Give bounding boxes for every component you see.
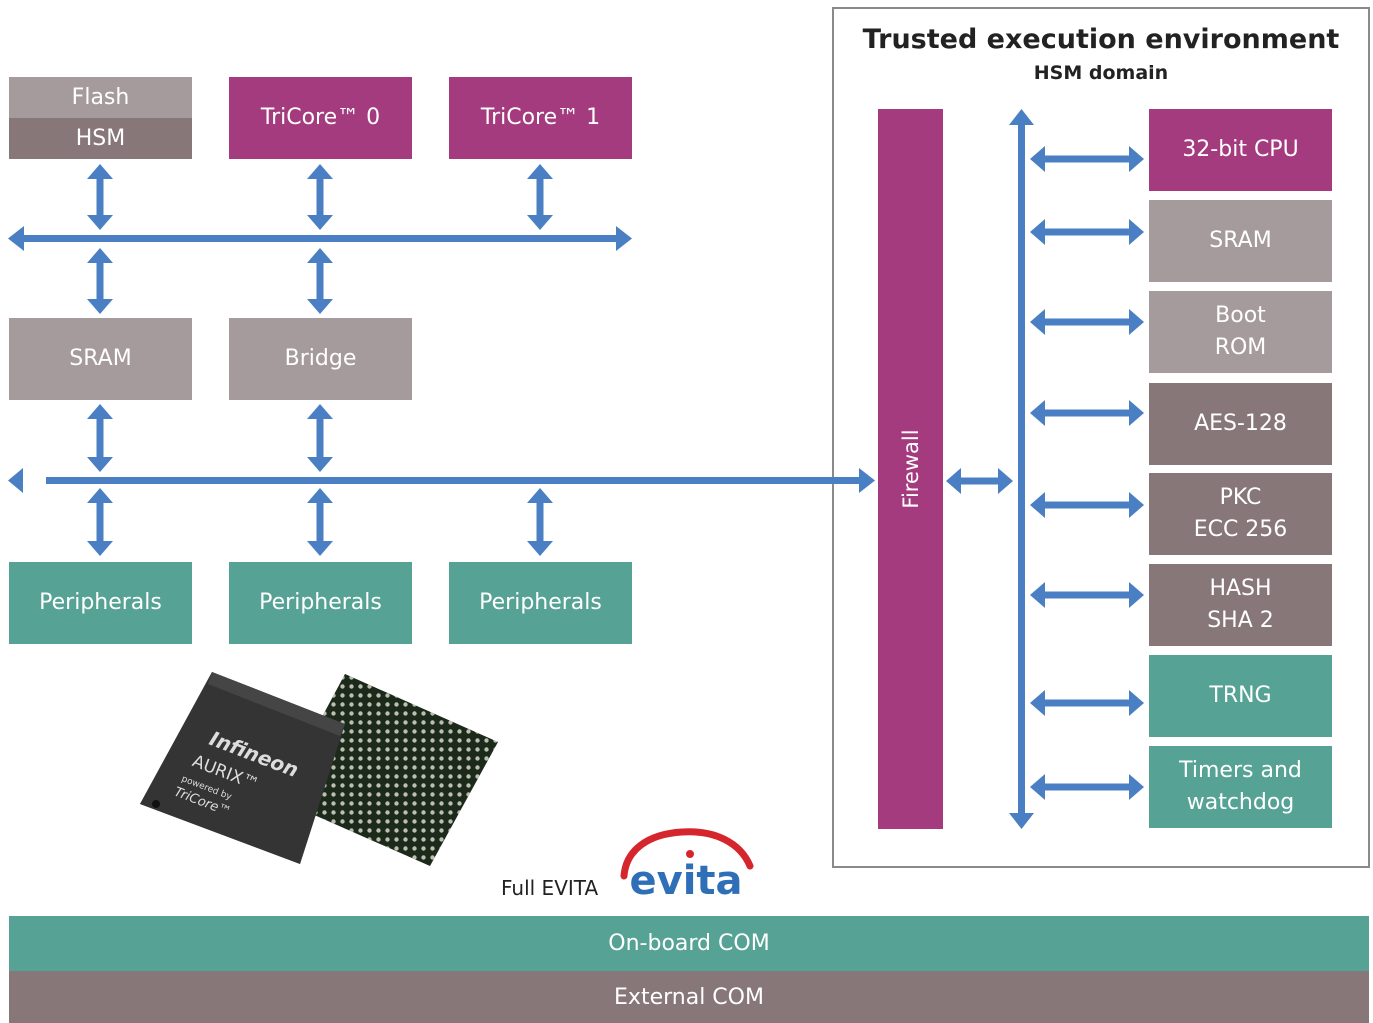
tee-block-2: SRAM bbox=[1149, 200, 1332, 282]
hsm-block-arrow-4 bbox=[1030, 400, 1144, 426]
tee-block-7: TRNG bbox=[1149, 655, 1332, 737]
hsm-block-arrow-1 bbox=[1030, 146, 1144, 172]
bridge-label: Bridge bbox=[284, 346, 357, 371]
peripherals-block-3: Peripherals bbox=[449, 562, 632, 644]
hsm-block-arrow-2 bbox=[1030, 219, 1144, 245]
tee-block-6: HASH SHA 2 bbox=[1149, 564, 1332, 646]
hsm-bus-top-arrowhead bbox=[1009, 109, 1034, 125]
onboard-com-bar: On-board COM bbox=[9, 916, 1369, 971]
sram-bridge-connector-arrow-2 bbox=[307, 404, 333, 472]
hsm-label: HSM bbox=[75, 125, 126, 151]
tee-block-8: Timers and watchdog bbox=[1149, 746, 1332, 828]
hsm-block-arrow-3 bbox=[1030, 309, 1144, 335]
onboard-com-label: On-board COM bbox=[608, 931, 770, 956]
peripherals-block-2: Peripherals bbox=[229, 562, 412, 644]
upper-connector-arrow-1 bbox=[87, 164, 113, 230]
evita-logo: evita bbox=[620, 828, 754, 898]
tee-title: Trusted execution environment bbox=[862, 24, 1340, 55]
tee-block-label: AES-128 bbox=[1194, 411, 1287, 436]
peripherals-block-1: Peripherals bbox=[9, 562, 192, 644]
peripherals-label: Peripherals bbox=[39, 590, 162, 615]
hsm-bus-line bbox=[1018, 122, 1025, 816]
upper-bus-line bbox=[20, 235, 618, 242]
external-com-bar: External COM bbox=[9, 971, 1369, 1023]
sram-block: SRAM bbox=[9, 318, 192, 400]
lower-bus-line bbox=[46, 477, 860, 484]
bridge-block: Bridge bbox=[229, 318, 412, 400]
peripherals-label: Peripherals bbox=[479, 590, 602, 615]
tee-block-label: SHA 2 bbox=[1207, 608, 1274, 633]
hsm-bus-bottom-arrowhead bbox=[1009, 813, 1034, 829]
hsm-block-arrow-7 bbox=[1030, 690, 1144, 716]
tee-block-label: Boot bbox=[1215, 303, 1266, 328]
mid-connector-arrow-1 bbox=[87, 248, 113, 314]
upper-bus-right-arrowhead bbox=[616, 226, 632, 251]
sram-label: SRAM bbox=[69, 346, 132, 371]
tee-block-1: 32-bit CPU bbox=[1149, 109, 1332, 191]
tricore0-label: TriCore™ 0 bbox=[260, 105, 381, 130]
tee-subtitle: HSM domain bbox=[1033, 62, 1169, 84]
tricore1-block: TriCore™ 1 bbox=[449, 77, 632, 159]
tee-block-label: HASH bbox=[1209, 576, 1272, 601]
peripheral-connector-arrow-1 bbox=[87, 488, 113, 556]
flash-block: Flash bbox=[9, 77, 192, 118]
sram-bridge-connector-arrow-1 bbox=[87, 404, 113, 472]
upper-connector-arrow-2 bbox=[307, 164, 333, 230]
peripherals-label: Peripherals bbox=[259, 590, 382, 615]
tee-block-label: PKC bbox=[1219, 485, 1262, 510]
hsm-block-arrow-5 bbox=[1030, 492, 1144, 518]
upper-bus-left-arrowhead bbox=[8, 226, 24, 251]
tee-block-4: AES-128 bbox=[1149, 383, 1332, 465]
tricore0-block: TriCore™ 0 bbox=[229, 77, 412, 159]
peripheral-connector-arrow-2 bbox=[307, 488, 333, 556]
lower-bus-left-arrowhead bbox=[8, 468, 23, 493]
tee-block-label: TRNG bbox=[1209, 683, 1272, 708]
tricore1-label: TriCore™ 1 bbox=[480, 105, 601, 130]
aurix-chip-image: Infineon AURIX™ powered by TriCore™ bbox=[140, 672, 498, 866]
firewall-block: Firewall bbox=[878, 109, 943, 829]
tee-block-label: 32-bit CPU bbox=[1182, 137, 1299, 162]
mid-connector-arrow-2 bbox=[307, 248, 333, 314]
flash-label: Flash bbox=[71, 84, 130, 110]
peripheral-connector-arrow-3 bbox=[527, 488, 553, 556]
hsm-block: HSM bbox=[9, 118, 192, 159]
evita-logo-text: evita bbox=[629, 858, 742, 898]
tee-block-label: ROM bbox=[1214, 335, 1267, 360]
upper-connector-arrow-3 bbox=[527, 164, 553, 230]
tee-block-5: PKC ECC 256 bbox=[1149, 473, 1332, 555]
tee-block-label: SRAM bbox=[1209, 228, 1272, 253]
lower-bus-right-arrowhead bbox=[859, 468, 875, 493]
hsm-block-arrow-6 bbox=[1030, 582, 1144, 608]
full-evita-label: Full EVITA bbox=[501, 876, 599, 900]
tee-block-label: watchdog bbox=[1186, 790, 1295, 815]
external-com-label: External COM bbox=[614, 984, 764, 1010]
hsm-block-arrow-8 bbox=[1030, 774, 1144, 800]
tee-block-label: ECC 256 bbox=[1193, 517, 1288, 542]
firewall-hsm-arrow bbox=[946, 468, 1013, 494]
tee-block-label: Timers and bbox=[1179, 758, 1302, 783]
